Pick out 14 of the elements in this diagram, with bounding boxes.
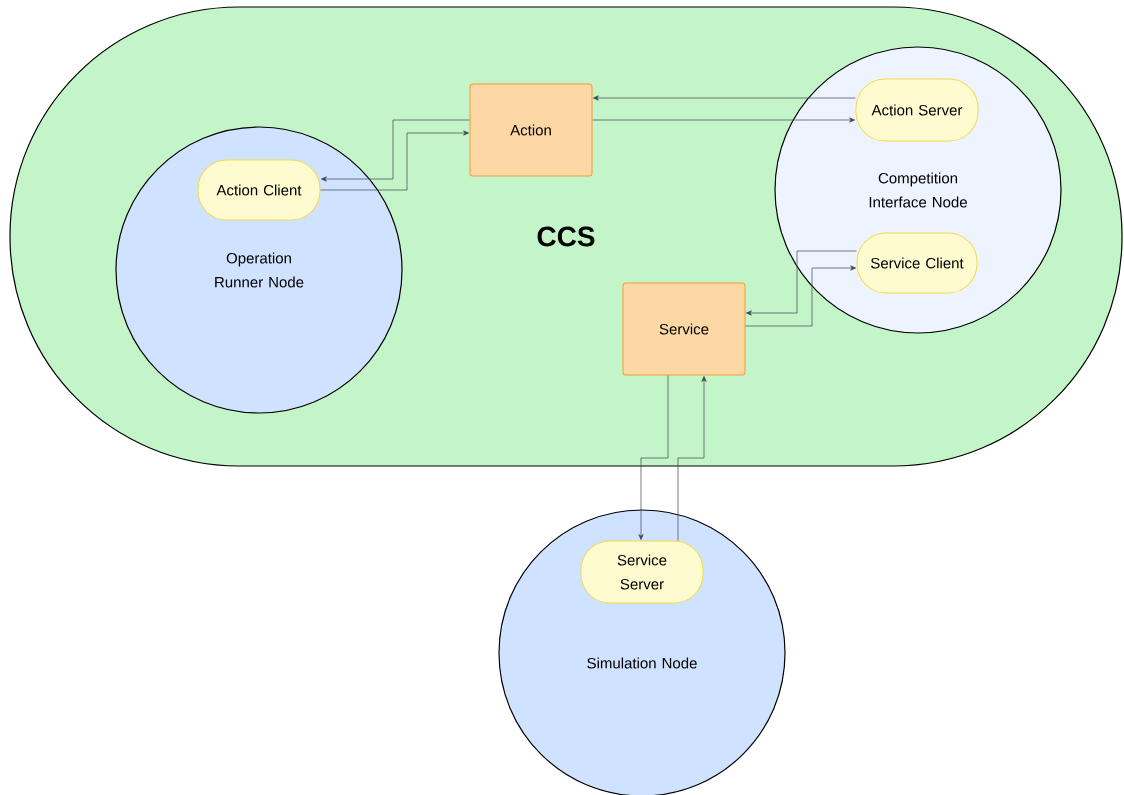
endpoint-pill: Action Client — [197, 159, 321, 221]
arrow — [746, 250, 857, 316]
endpoint-pill: Service Client — [856, 232, 978, 294]
arrow — [677, 376, 707, 541]
endpoint-pill: Action Server — [855, 78, 979, 142]
arrow — [593, 95, 856, 101]
process-box: Service — [622, 282, 746, 376]
process-box: Action — [469, 83, 593, 177]
endpoint-pill: Service Server — [580, 540, 704, 604]
arrow — [320, 130, 469, 191]
arrow — [745, 265, 856, 327]
arrow — [638, 375, 669, 540]
arrow — [592, 117, 855, 123]
arrow — [321, 119, 470, 182]
